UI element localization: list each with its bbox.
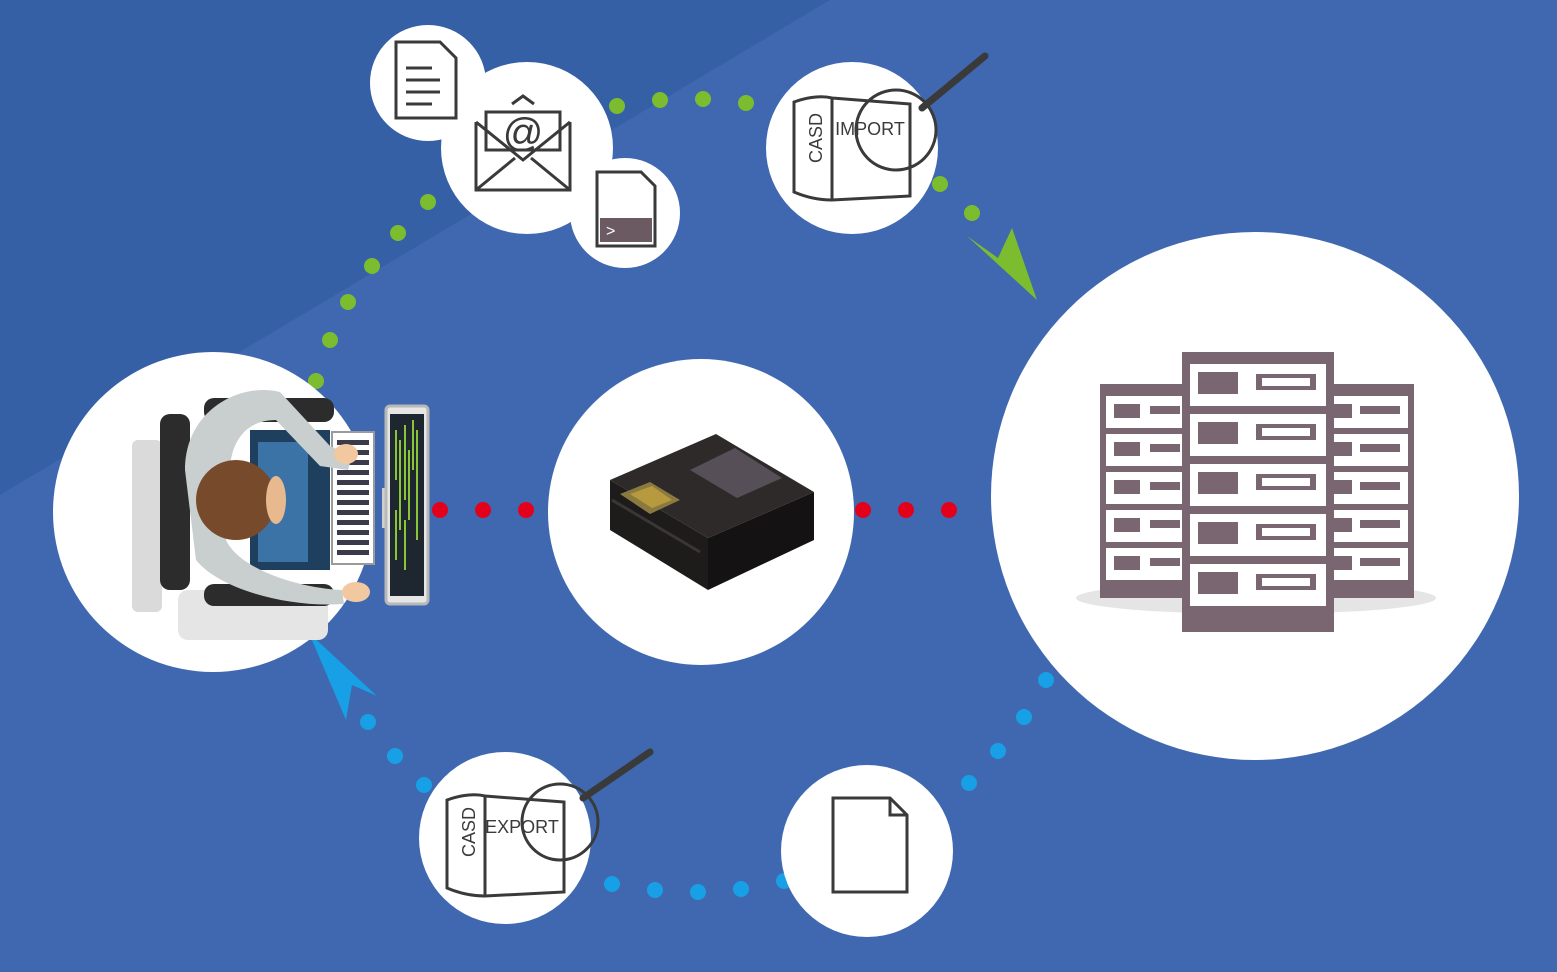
workstation-node [53, 352, 430, 672]
casd-box-magnifier-icon [445, 748, 654, 898]
casd-import-label: IMPORT [835, 119, 905, 139]
casd-export-brand: CASD [459, 807, 479, 857]
casd-export-node: CASD EXPORT [419, 748, 654, 924]
document-icon [394, 40, 458, 120]
green-arrow-icon [967, 228, 1037, 300]
output-file-node [781, 765, 953, 937]
blue-arrow-icon [309, 633, 377, 720]
link-dots [432, 502, 957, 518]
server-racks-icon [1076, 352, 1436, 632]
appliance-node [548, 359, 854, 665]
casd-import-node: CASD IMPORT [766, 52, 989, 234]
terminal-file-icon: > [595, 170, 657, 248]
server-farm-node [991, 232, 1519, 760]
import-inputs-node: @ > [370, 25, 680, 268]
prompt-glyph: > [606, 223, 615, 240]
at-sign-glyph: @ [503, 111, 544, 155]
email-at-icon [474, 94, 572, 192]
blank-file-icon [831, 796, 909, 894]
casd-import-brand: CASD [806, 113, 826, 163]
export-flow-dots [360, 672, 1054, 900]
black-box-appliance-icon [610, 434, 814, 590]
casd-export-label: EXPORT [485, 817, 559, 837]
casd-box-magnifier-icon [792, 52, 989, 202]
import-flow-dots [308, 91, 980, 389]
user-at-computer-icon [132, 390, 430, 640]
